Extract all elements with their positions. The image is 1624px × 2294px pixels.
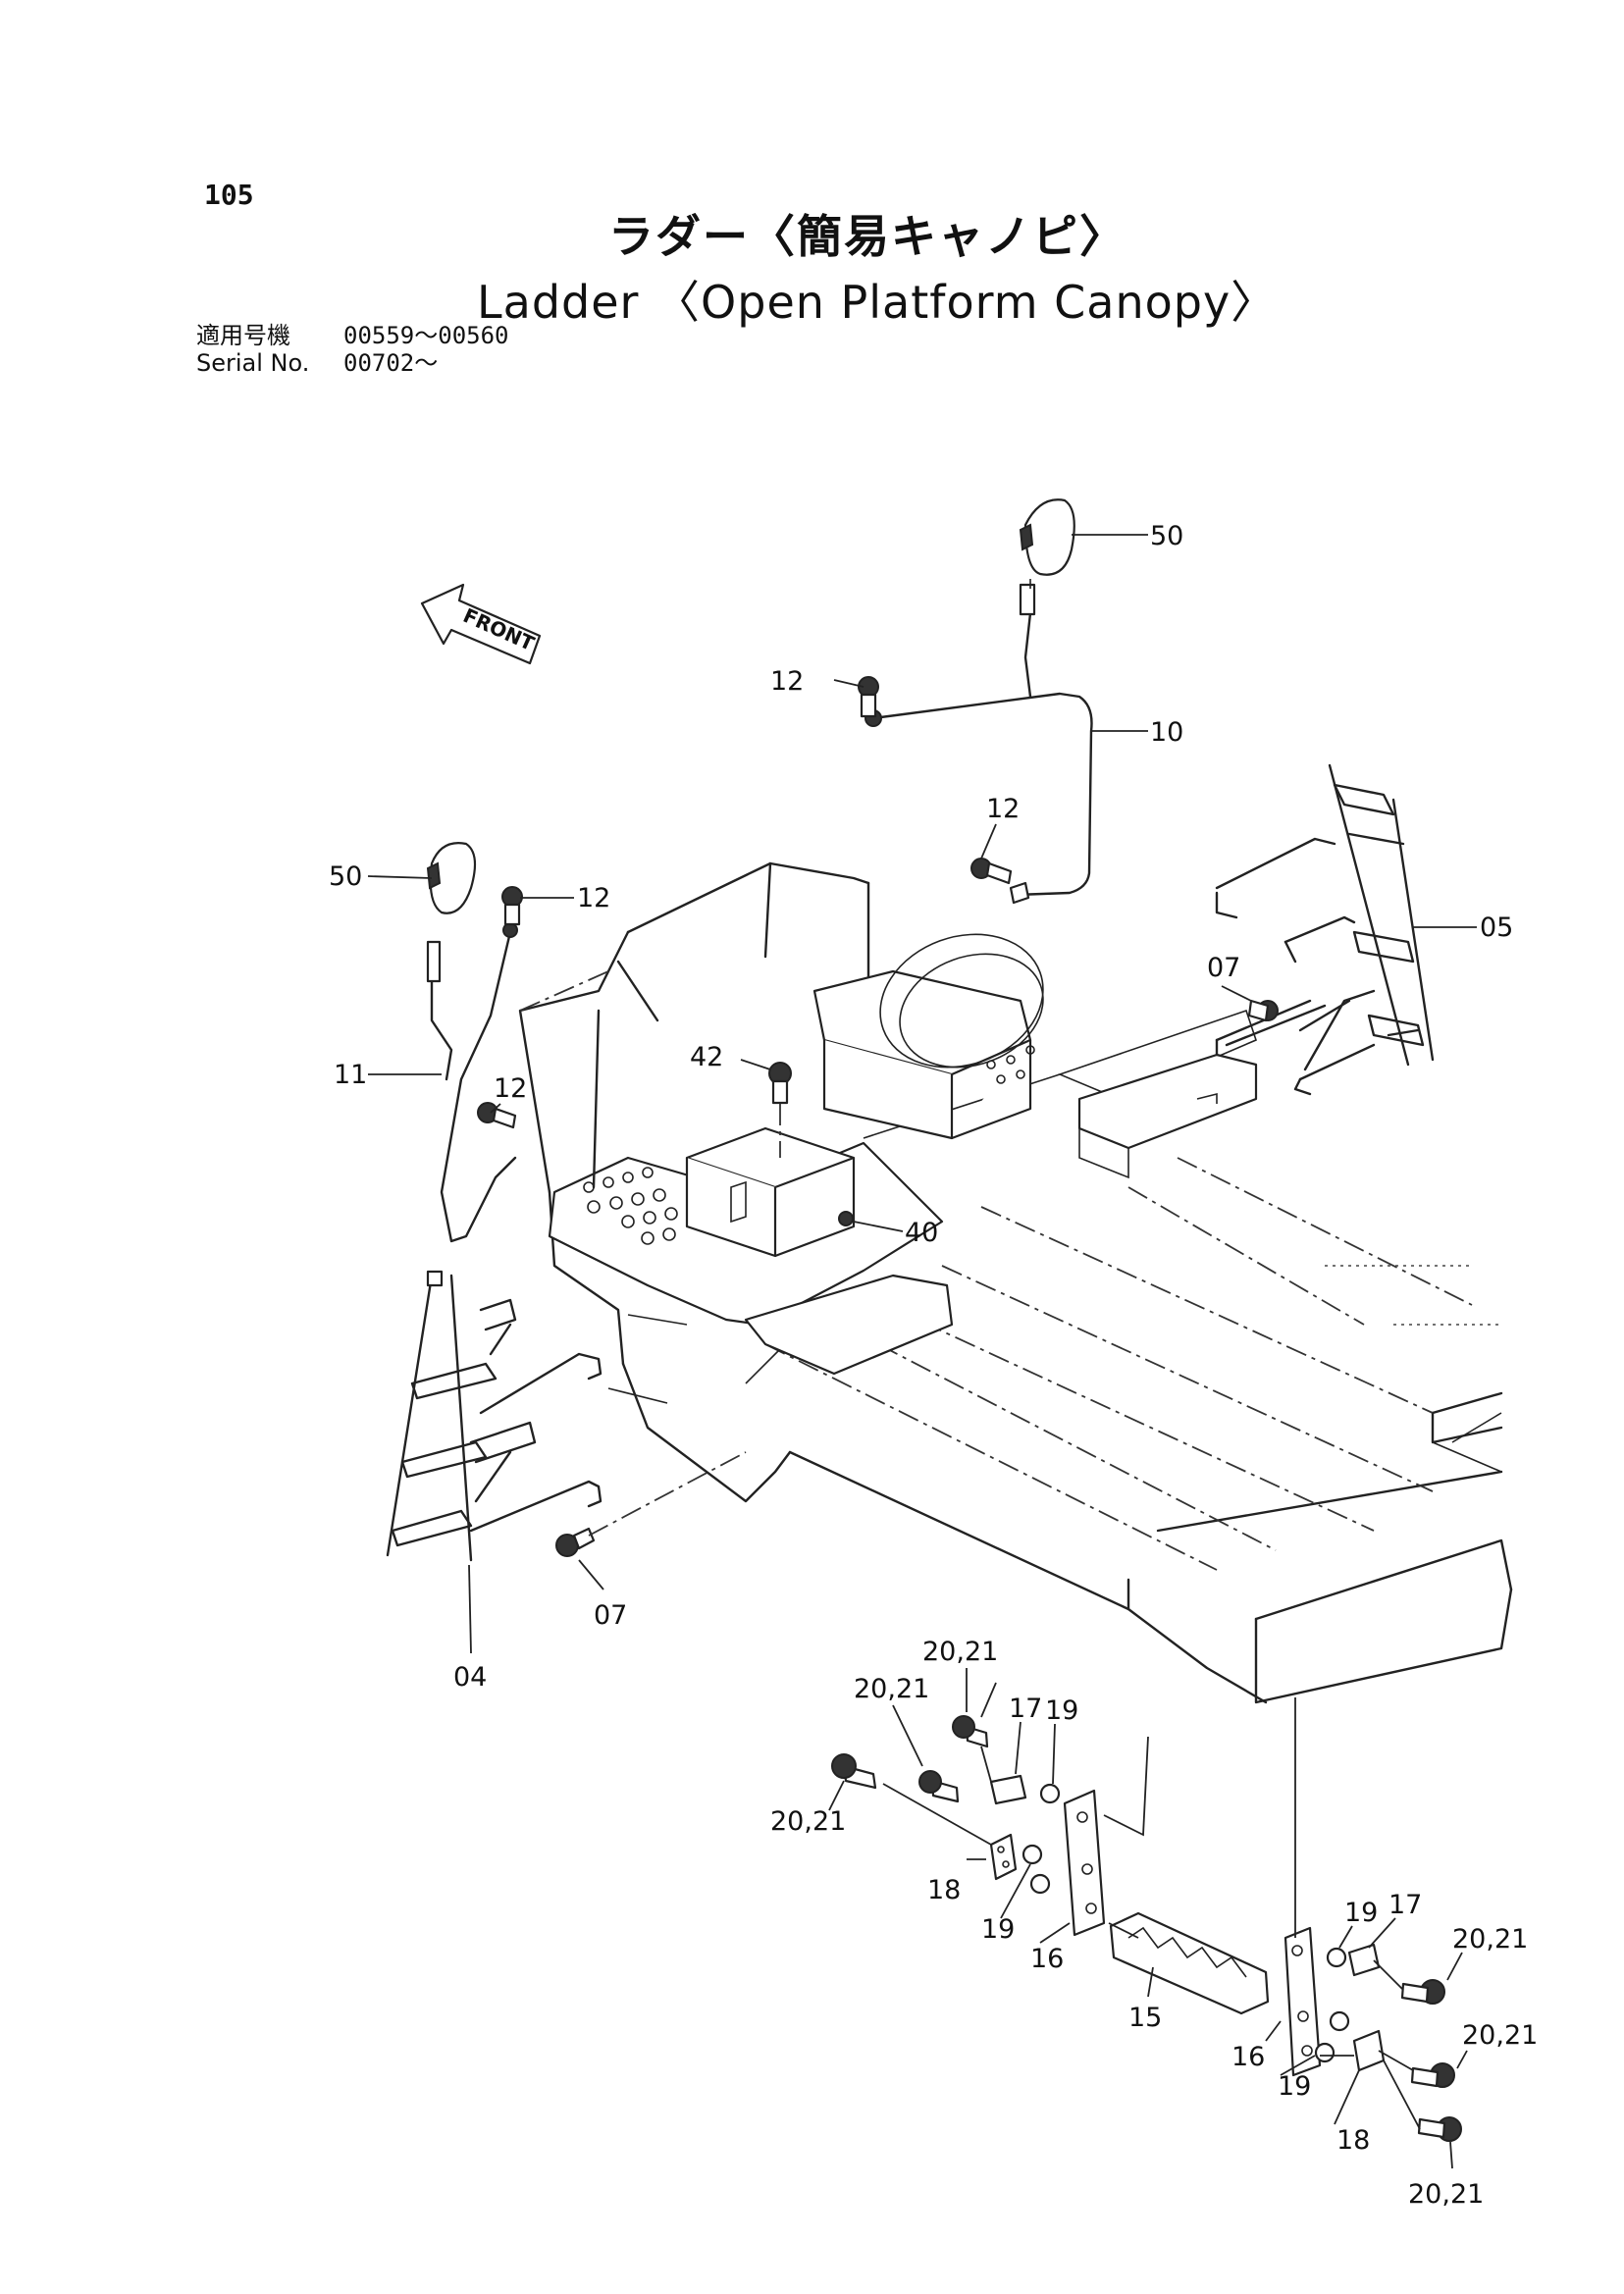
callout-19-a: 19 xyxy=(1045,1695,1078,1726)
mirror-top xyxy=(1019,498,1075,589)
callout-12-right: 12 xyxy=(986,794,1020,824)
callout-leaders xyxy=(367,534,1477,2169)
serial-row-en: Serial No. 00702〜 xyxy=(196,343,438,378)
callout-05: 05 xyxy=(1480,912,1513,943)
right-step-plate xyxy=(1077,1053,1258,1179)
callout-40: 40 xyxy=(905,1218,938,1248)
bolt-12d xyxy=(477,1102,517,1129)
frame-outline xyxy=(548,1157,1513,1704)
callout-12-left: 12 xyxy=(577,883,610,913)
bolt-12b xyxy=(970,858,1013,885)
callout-20-21-f: 20,21 xyxy=(1408,2179,1484,2210)
callout-20-21-e: 20,21 xyxy=(1462,2020,1538,2051)
callout-16-a: 16 xyxy=(1030,1944,1064,1974)
serial-label-en: Serial No. xyxy=(196,349,310,377)
bolt-42 xyxy=(768,1062,792,1158)
callout-16-b: 16 xyxy=(1231,2042,1265,2072)
front-arrow: FRONT xyxy=(420,583,542,665)
callout-20-21-d: 20,21 xyxy=(1452,1924,1528,1955)
ladder-05 xyxy=(1215,763,1435,1096)
callout-18-b: 18 xyxy=(1336,2125,1370,2156)
callout-12-top: 12 xyxy=(770,666,804,697)
callout-12-lower: 12 xyxy=(494,1073,527,1104)
callout-15: 15 xyxy=(1128,2003,1162,2033)
callout-20-21-b: 20,21 xyxy=(854,1674,929,1704)
callout-labels: 50 50 12 12 12 12 10 11 05 07 07 42 40 0… xyxy=(329,521,1538,2210)
page-number: 105 xyxy=(204,179,254,211)
bolt-07a xyxy=(1247,999,1279,1022)
bolt-07b xyxy=(555,1451,747,1557)
callout-17-a: 17 xyxy=(1009,1694,1042,1724)
floor-holes xyxy=(583,1045,1035,1245)
callout-19-c: 19 xyxy=(1344,1898,1378,1928)
callout-17-b: 17 xyxy=(1388,1890,1422,1920)
callout-07-right: 07 xyxy=(1207,953,1240,983)
title-english: Ladder 〈Open Platform Canopy〉 xyxy=(477,276,1278,329)
title-japanese: ラダー〈簡易キャノピ〉 xyxy=(608,210,1126,263)
handrail-10 xyxy=(864,583,1093,905)
callout-19-d: 19 xyxy=(1278,2071,1311,2102)
serial-value-ja: 00559〜00560 xyxy=(343,322,509,349)
serial-value-en: 00702〜 xyxy=(343,349,439,377)
seat xyxy=(812,933,1044,1140)
mirror-left xyxy=(426,842,477,914)
step-bracket-assembly xyxy=(831,1697,1462,2142)
bolt-12c xyxy=(501,886,523,926)
callout-10: 10 xyxy=(1150,717,1183,748)
callout-20-21-c: 20,21 xyxy=(770,1806,846,1837)
handrail-11 xyxy=(426,922,518,1243)
callout-42: 42 xyxy=(690,1042,723,1072)
toolbox xyxy=(685,1126,856,1258)
serial-label-ja: 適用号機 xyxy=(196,322,290,349)
bolt-12a xyxy=(858,676,879,718)
callout-20-21-a: 20,21 xyxy=(922,1637,998,1667)
callout-11: 11 xyxy=(334,1060,367,1090)
callout-04: 04 xyxy=(453,1662,487,1693)
canopy-panel xyxy=(518,861,870,1194)
serial-row-ja: 適用号機 00559〜00560 xyxy=(196,316,509,350)
callout-50-left: 50 xyxy=(329,861,362,892)
ladder-04 xyxy=(386,1270,602,1562)
callout-18-a: 18 xyxy=(927,1875,961,1905)
callout-50-top: 50 xyxy=(1150,521,1183,551)
callout-07-left: 07 xyxy=(594,1600,627,1631)
callout-19-b: 19 xyxy=(981,1914,1015,1945)
